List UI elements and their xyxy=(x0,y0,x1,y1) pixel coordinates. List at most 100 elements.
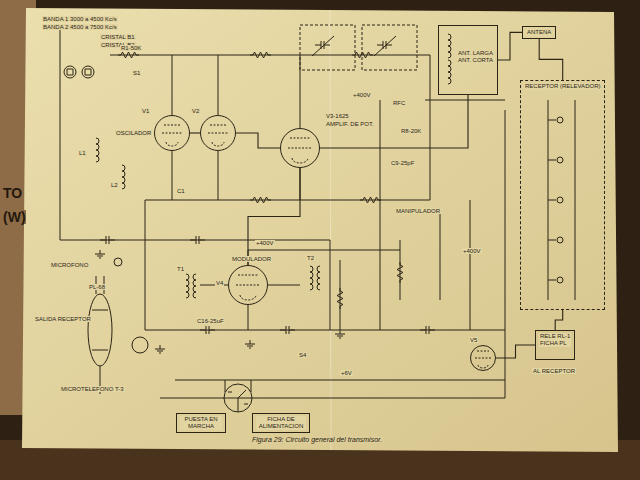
ground-symbol xyxy=(335,330,345,338)
relay-contact-dot xyxy=(557,197,563,203)
relay-contact-dot xyxy=(557,277,563,283)
node-text: MODULADOR xyxy=(231,256,272,262)
connector-wire xyxy=(498,32,522,60)
paper-sheet xyxy=(22,8,618,452)
node-text: FICHA PL xyxy=(539,340,571,347)
plug-outline xyxy=(88,294,112,366)
resistor-symbol xyxy=(250,197,271,203)
tube-symbol: V5 xyxy=(470,345,496,371)
component-label: T1 xyxy=(176,266,185,272)
relay-enclosure: RECEPTOR (RELEVADOR) xyxy=(520,80,605,310)
component-label: CRISTAL B1 xyxy=(100,34,136,40)
component-label: C9-25pF xyxy=(390,160,415,166)
ground-symbol xyxy=(95,250,105,258)
meter-symbol xyxy=(132,337,148,353)
relay-contacts xyxy=(548,100,575,300)
node-text: OSCILADOR xyxy=(115,130,152,136)
component-label: +400V xyxy=(352,92,372,98)
component-label: R8-20K xyxy=(400,128,422,134)
resistor-symbol xyxy=(118,52,139,58)
cover-title: TO xyxy=(3,186,22,200)
node-text: V1 xyxy=(141,108,150,114)
transformer-coil xyxy=(310,266,313,290)
capacitor-symbol xyxy=(100,236,115,244)
crystal-symbol xyxy=(67,69,91,75)
node-text: RELE RL-1 xyxy=(539,333,571,340)
labeled-box: ANT. LARGAANT. CORTA xyxy=(438,25,498,95)
component-label: SALIDA RECEPTOR xyxy=(34,316,92,322)
node-text: ANT. LARGA xyxy=(457,50,494,57)
tube-symbol: V4MODULADOR xyxy=(228,265,268,305)
component-label: MANIPULADOR xyxy=(395,208,441,214)
variable-arrow xyxy=(312,36,396,56)
tuning-compartment xyxy=(362,25,417,70)
component-label: AL RECEPTOR xyxy=(532,368,576,374)
connector-wire xyxy=(496,345,535,358)
node-text: V5 xyxy=(469,337,478,343)
transformer-coil xyxy=(317,266,320,290)
component-label: PL-68 xyxy=(88,284,106,290)
resistor-symbol xyxy=(250,52,271,58)
crystal-socket xyxy=(64,66,76,78)
node-text: V4 xyxy=(215,280,224,286)
paper-crease xyxy=(330,10,331,450)
tuning-compartment xyxy=(300,25,355,70)
capacitor-symbol xyxy=(280,326,295,334)
figure-caption: Figura 29: Circuito general del transmis… xyxy=(250,436,384,443)
connector-wire xyxy=(190,132,200,133)
resistor-symbol xyxy=(360,197,381,203)
relay-contact-dot xyxy=(557,117,563,123)
component-label: L2 xyxy=(110,182,119,188)
capacitor-symbol xyxy=(420,326,435,334)
labeled-box: ANTENA xyxy=(522,26,556,39)
ground-symbol xyxy=(155,345,165,353)
antenna-coil xyxy=(448,60,451,84)
tube-symbol: V1OSCILADOR xyxy=(154,115,190,151)
capacitor-symbol xyxy=(200,326,215,334)
connector-wire xyxy=(236,133,280,148)
node-text: AMPLIF. DE POT. xyxy=(325,121,375,127)
tube-symbol: V2 xyxy=(200,115,236,151)
component-label: L1 xyxy=(78,150,87,156)
transformer-coil xyxy=(186,274,189,298)
capacitor-symbol xyxy=(190,236,205,244)
selector-switch xyxy=(224,384,252,412)
node-text: RECEPTOR (RELEVADOR) xyxy=(524,83,601,90)
plug-pins xyxy=(92,276,108,394)
node-text: V2 xyxy=(191,108,200,114)
relay-contact-dot xyxy=(557,157,563,163)
node-text: FICHA DE ALIMENTACION xyxy=(256,416,306,430)
component-label: T2 xyxy=(306,255,315,261)
component-label: BANDA 1 3000 a 4500 Kc/s xyxy=(42,16,118,22)
resistor-symbol xyxy=(397,262,403,283)
component-label: +400V xyxy=(462,248,482,254)
ground-symbol xyxy=(245,340,255,348)
coil-symbol xyxy=(122,165,125,189)
node-text: PUESTA EN MARCHA xyxy=(180,416,222,430)
component-label: C16-25uF xyxy=(196,318,225,324)
tube-symbol: V3-1625AMPLIF. DE POT. xyxy=(280,128,320,168)
transformer-coil xyxy=(193,274,196,298)
switch-contact xyxy=(228,390,248,404)
connector-wire xyxy=(555,310,563,330)
component-label: +400V xyxy=(255,240,275,246)
connector-wire xyxy=(539,39,563,80)
component-label: MICROTELEFONO T-3 xyxy=(60,386,125,392)
crystal-socket xyxy=(82,66,94,78)
component-label: C1 xyxy=(176,188,186,194)
schematic-ink xyxy=(60,25,575,412)
microphone-symbol xyxy=(114,258,122,266)
component-label: S1 xyxy=(132,70,141,76)
relay-contact-dot xyxy=(557,237,563,243)
tube-electrodes xyxy=(162,125,491,368)
antenna-coil xyxy=(448,34,451,58)
connector-wire xyxy=(320,95,468,148)
component-label: S4 xyxy=(298,352,307,358)
component-label: R1-50K xyxy=(120,45,142,51)
node-text: V3-1625 xyxy=(325,113,350,119)
resistor-symbol xyxy=(337,288,343,309)
component-label: MICROFONO xyxy=(50,262,89,268)
cover-title: (W) xyxy=(3,210,26,224)
